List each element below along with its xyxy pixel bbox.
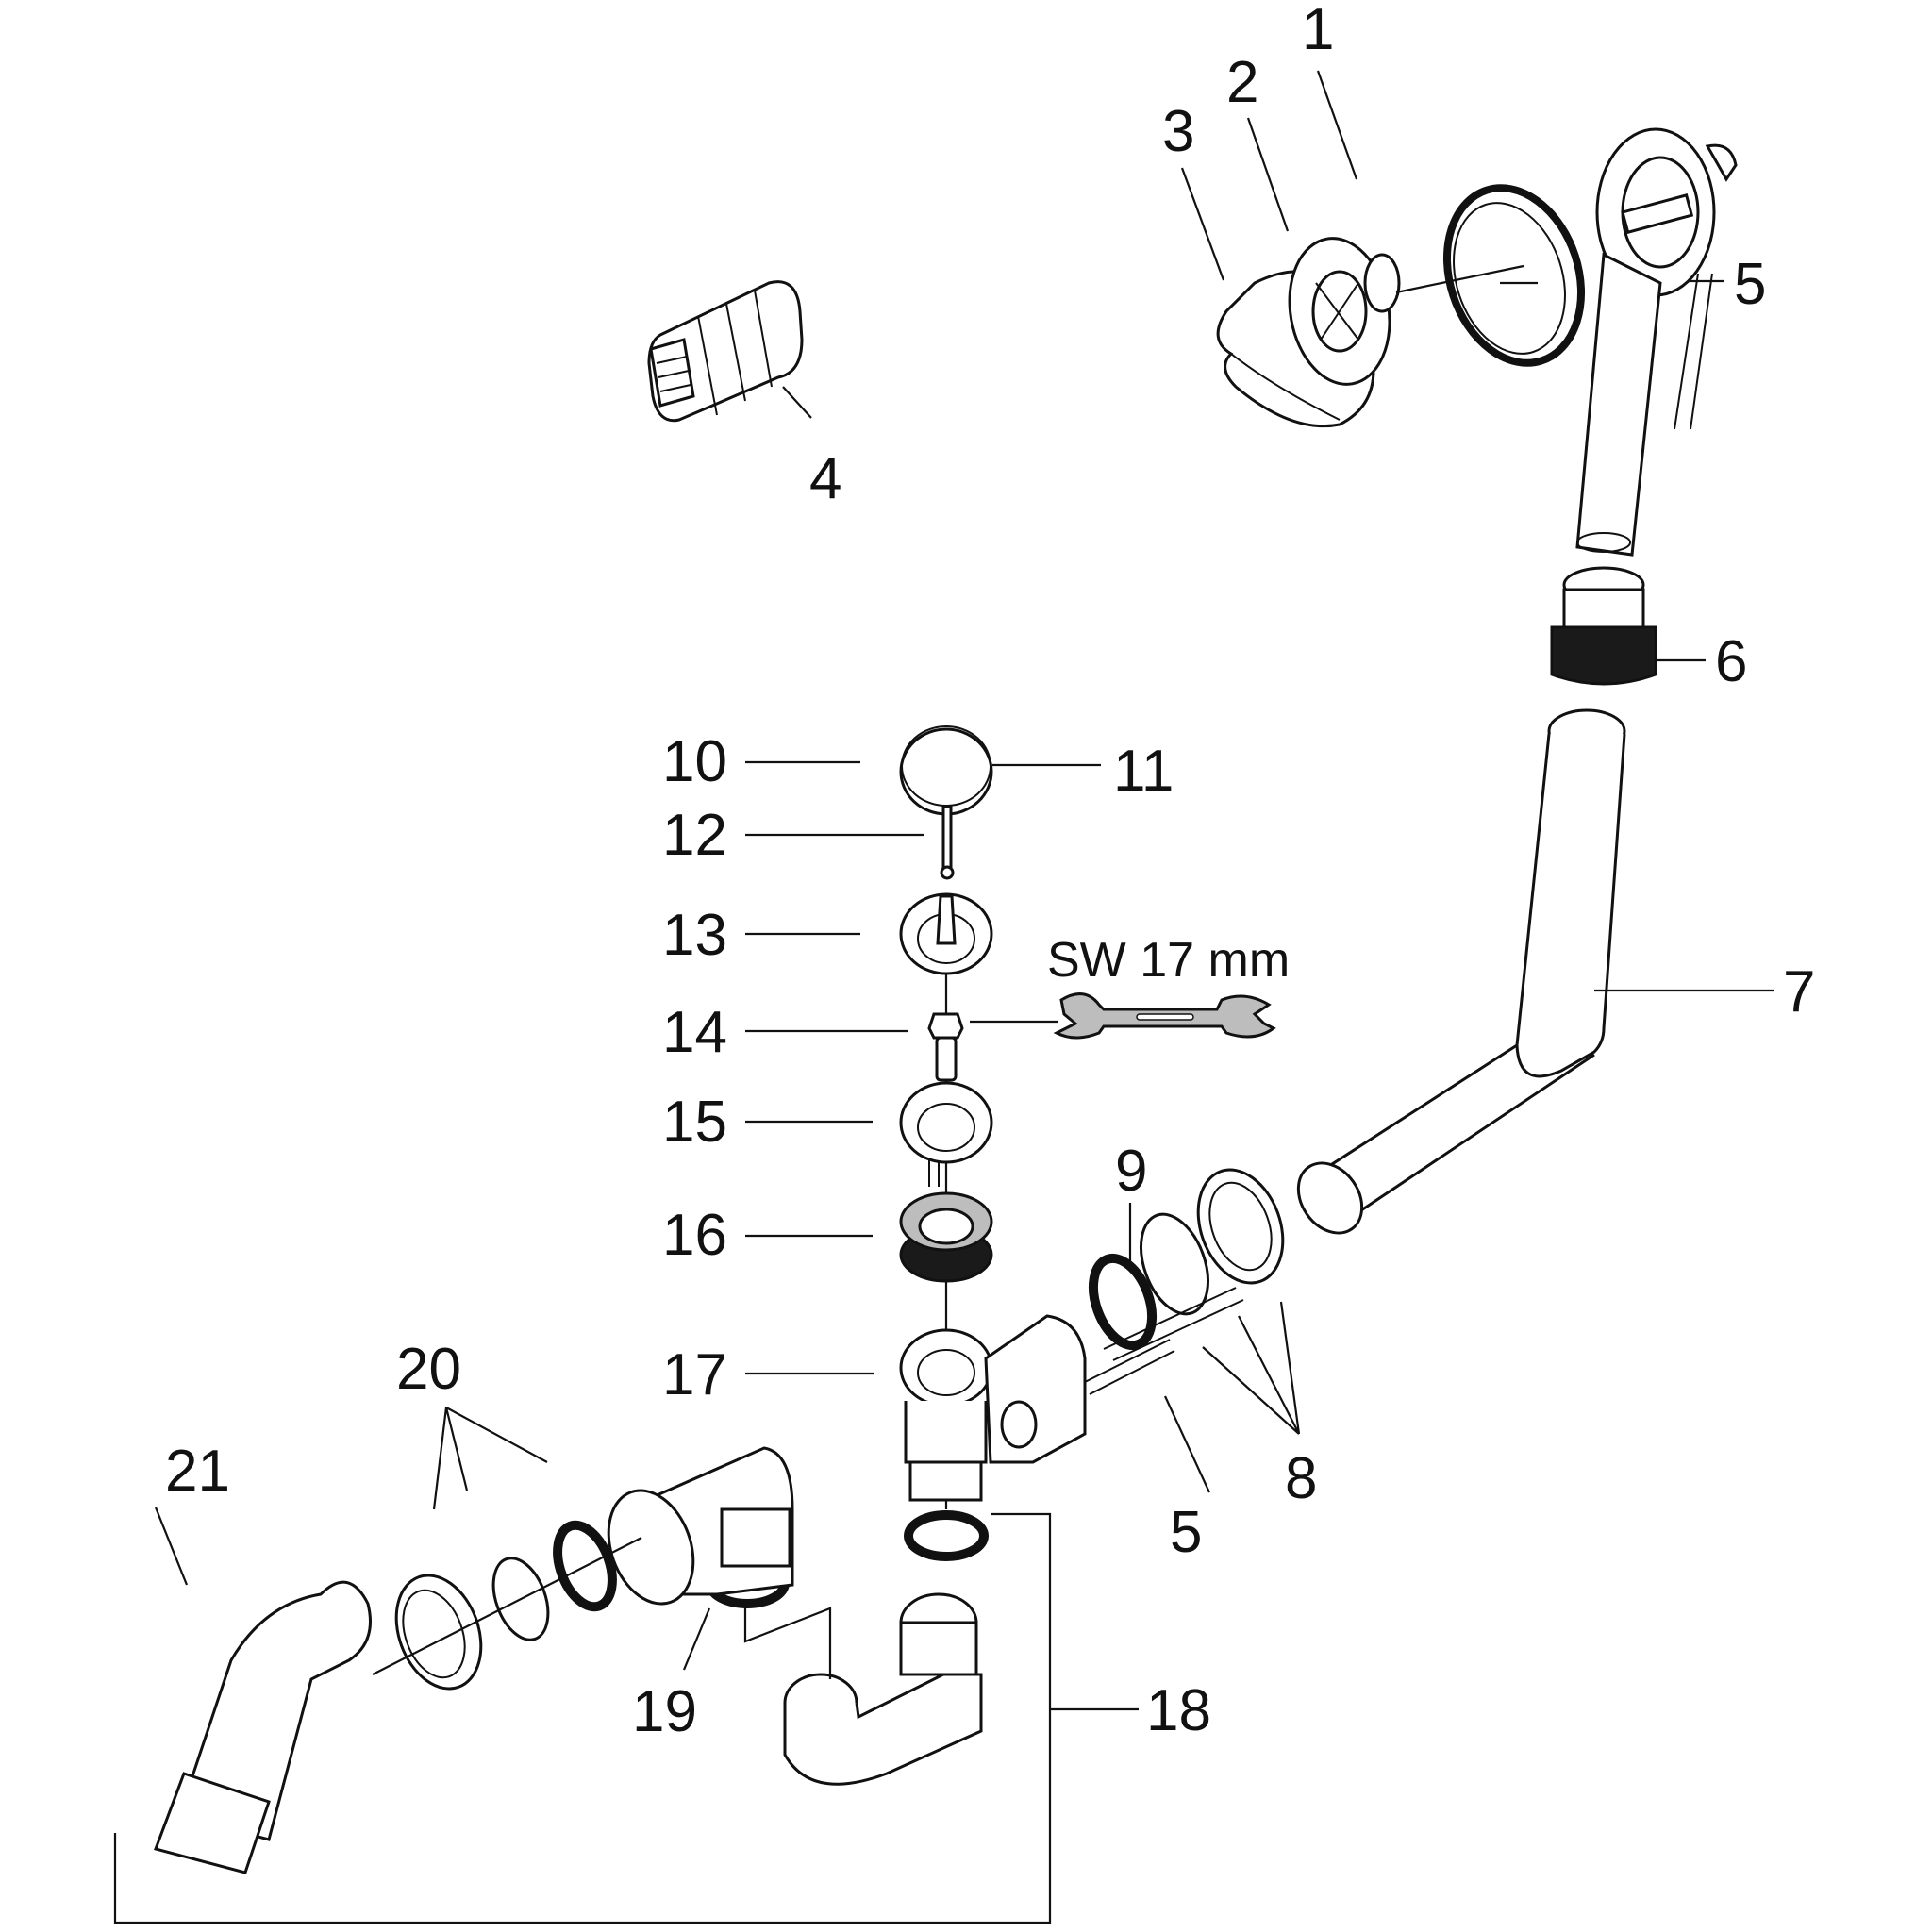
part-21-outlet-bend — [154, 1580, 372, 1874]
callout-9: 9 — [1115, 1139, 1147, 1204]
callout-5-bottom: 5 — [1170, 1500, 1202, 1565]
part-15-drain-flange — [899, 1081, 993, 1187]
callout-2: 2 — [1226, 50, 1258, 115]
part-14-valve-bolt — [927, 1012, 964, 1082]
part-5-overflow-housing — [1575, 127, 1738, 557]
callout-13: 13 — [662, 903, 727, 968]
part-6-connector-sleeve — [1550, 566, 1657, 686]
part-13-plug-insert — [899, 892, 993, 975]
callout-11: 11 — [1113, 739, 1174, 804]
callout-1: 1 — [1302, 0, 1334, 62]
outlet-elbow — [607, 1446, 794, 1606]
callout-17: 17 — [662, 1342, 727, 1407]
part-1-overflow-gasket — [1395, 184, 1586, 367]
part-17-waste-body — [899, 1314, 1175, 1502]
callout-16: 16 — [662, 1203, 727, 1268]
part-18-trap — [743, 1510, 989, 1786]
wrench-tool — [970, 992, 1276, 1040]
callout-5-top: 5 — [1734, 252, 1766, 317]
callout-19: 19 — [632, 1679, 697, 1744]
callout-20: 20 — [396, 1337, 461, 1402]
part-12-plug-stem — [940, 805, 955, 880]
callout-21: 21 — [165, 1439, 230, 1504]
callout-3: 3 — [1162, 99, 1194, 164]
part-8-union-nut-set — [1103, 1168, 1285, 1361]
part-10-11-plug-cap — [899, 725, 993, 816]
callout-7: 7 — [1783, 959, 1815, 1024]
callout-labels: 1 2 3 4 5 6 7 8 9 10 11 12 13 14 15 16 1… — [165, 0, 1815, 1744]
part-20-nut-seal-set — [372, 1520, 642, 1690]
callout-18: 18 — [1146, 1678, 1211, 1743]
part-4-extension-piece — [647, 280, 804, 423]
callout-4: 4 — [809, 446, 841, 511]
part-9-o-ring — [1088, 1253, 1158, 1351]
callout-6: 6 — [1715, 629, 1747, 694]
callout-12: 12 — [662, 803, 727, 868]
callout-14: 14 — [662, 1000, 727, 1065]
callout-8: 8 — [1285, 1446, 1317, 1511]
part-7-overflow-pipe — [1296, 708, 1626, 1235]
part-2-overflow-rosette — [1288, 237, 1401, 386]
part-16-drain-gasket — [899, 1191, 993, 1283]
callout-10: 10 — [662, 729, 727, 794]
leader-lines — [113, 70, 1774, 1924]
callout-15: 15 — [662, 1090, 727, 1155]
tool-size-note: SW 17 mm — [1047, 933, 1290, 988]
